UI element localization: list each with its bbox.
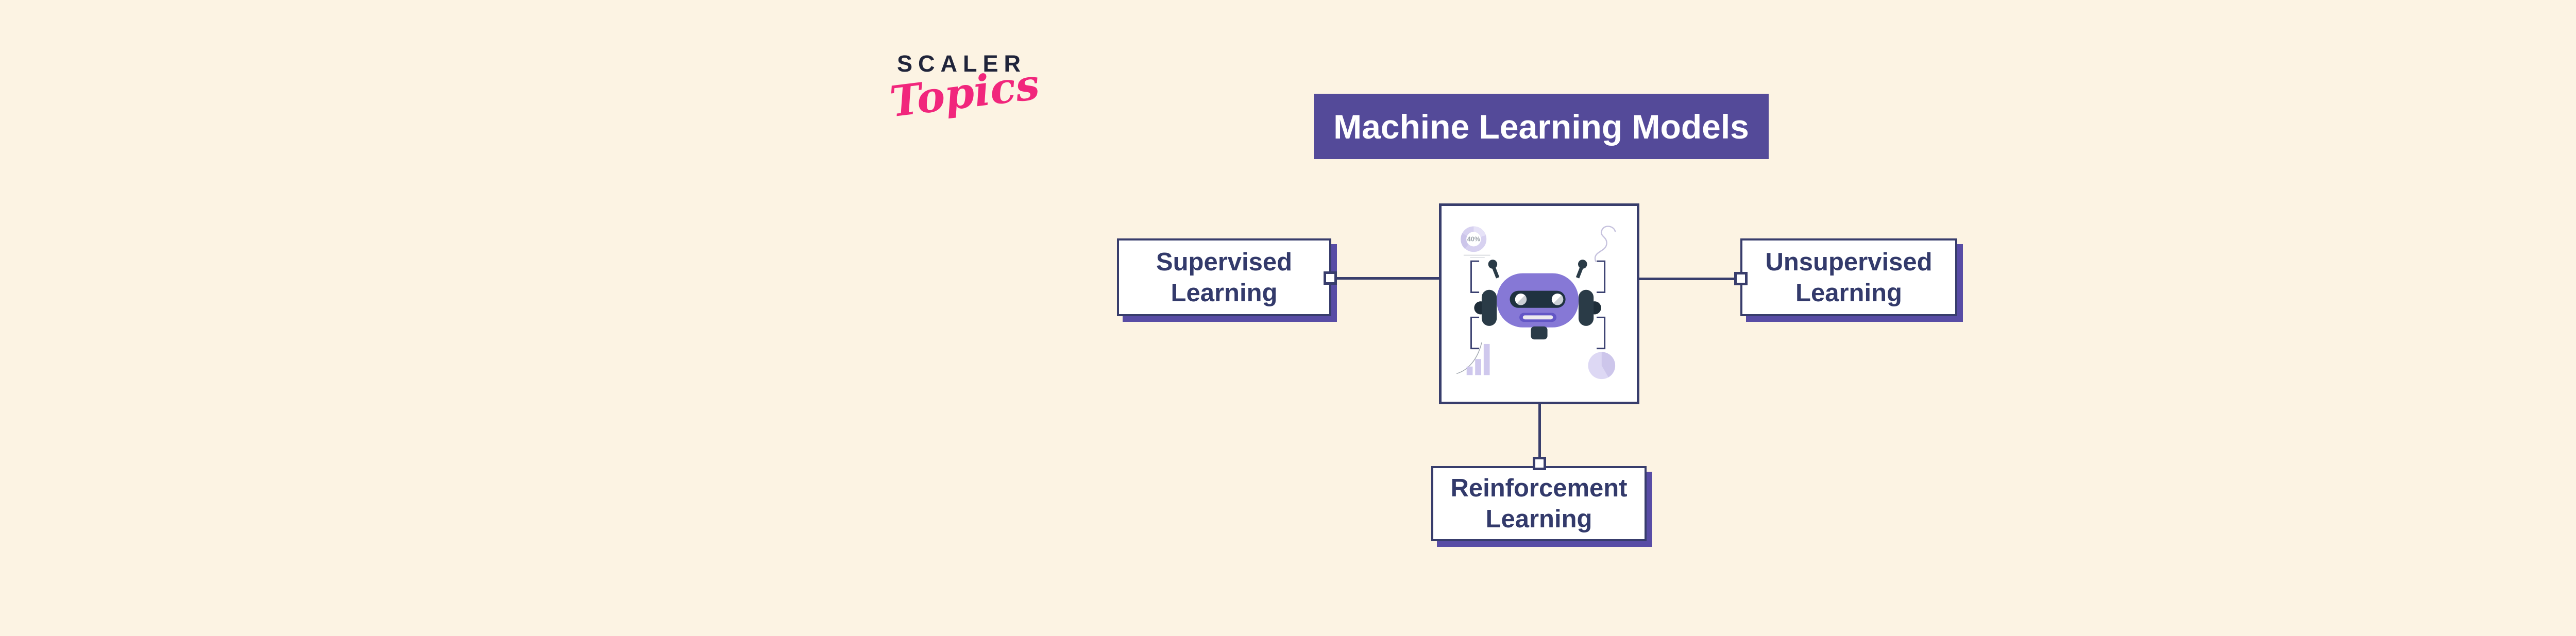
scaler-topics-logo: SCALER Topics	[887, 49, 1054, 147]
node-label-line: Learning	[1171, 279, 1278, 307]
squiggle-icon	[1594, 226, 1616, 262]
node-label-line: Learning	[1795, 279, 1902, 307]
connector-line-bottom	[1538, 403, 1541, 467]
central-robot-card: 40%	[1439, 203, 1639, 404]
donut-chart-icon: 40%	[1461, 226, 1490, 258]
connector-line-right	[1638, 278, 1740, 280]
robot-icon	[1474, 260, 1601, 340]
page-title-text: Machine Learning Models	[1333, 107, 1749, 146]
connector-square-reinforcement	[1533, 457, 1546, 470]
bar-chart-icon	[1456, 342, 1490, 375]
node-label-line: Supervised	[1156, 248, 1293, 276]
logo-brand-text: SCALER	[897, 50, 1027, 77]
page-title: Machine Learning Models	[1314, 94, 1769, 159]
corner-brackets-icon	[1470, 260, 1606, 350]
node-label-line: Unsupervised	[1765, 248, 1933, 276]
connector-square-unsupervised	[1734, 272, 1748, 285]
robot-illustration: 40%	[1456, 226, 1616, 380]
node-reinforcement-learning: Reinforcement Learning	[1431, 466, 1647, 541]
node-label-line: Learning	[1485, 505, 1592, 533]
node-supervised-learning: Supervised Learning	[1117, 238, 1331, 316]
connector-line-left	[1331, 277, 1440, 280]
connector-square-supervised	[1324, 271, 1337, 285]
node-unsupervised-learning: Unsupervised Learning	[1740, 238, 1957, 316]
pie-chart-icon	[1588, 352, 1616, 380]
node-label-line: Reinforcement	[1450, 474, 1628, 502]
donut-label: 40%	[1467, 235, 1480, 243]
